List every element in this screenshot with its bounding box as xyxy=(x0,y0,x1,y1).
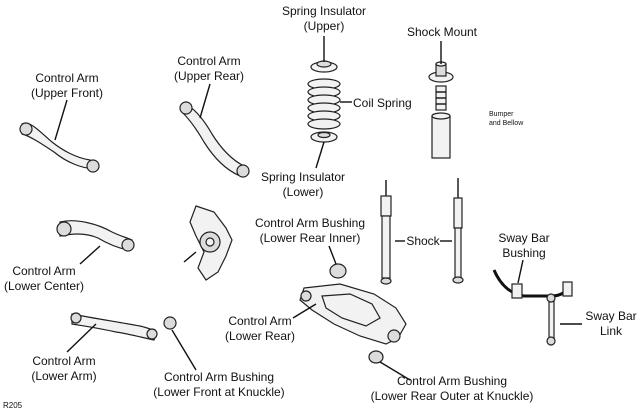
leader-lines xyxy=(54,36,582,381)
coil-spring-assembly xyxy=(307,60,341,143)
label-control-arm-upper-front: Control Arm(Upper Front) xyxy=(30,71,104,100)
control-arm-lower-arm-part xyxy=(70,312,158,341)
control-arm-lower-rear-part xyxy=(299,283,407,345)
sway-bar-link-part xyxy=(546,293,556,346)
control-arm-lower-center-part xyxy=(56,220,135,252)
knuckle-part xyxy=(189,205,233,281)
bushing-lower-rear-inner-part xyxy=(329,263,347,279)
label-control-arm-bushing-lower-rear-inner: Control Arm Bushing(Lower Rear Inner) xyxy=(254,216,366,245)
label-spring-insulator-upper: Spring Insulator(Upper) xyxy=(281,4,367,33)
control-arm-upper-rear-part xyxy=(179,101,250,178)
label-coil-spring: Coil Spring xyxy=(353,96,412,110)
label-control-arm-upper-rear: Control Arm(Upper Rear) xyxy=(173,54,245,83)
label-control-arm-lower-center: Control Arm(Lower Center) xyxy=(3,264,85,293)
figure-code: R205 xyxy=(3,401,23,410)
sway-bar-part xyxy=(492,269,573,299)
bushing-lower-front-part xyxy=(163,316,177,330)
label-shock-mount: Shock Mount xyxy=(406,25,478,39)
bushing-lower-rear-outer-part xyxy=(368,350,384,364)
shock-mount-part xyxy=(428,61,454,159)
label-shock: Shock xyxy=(406,234,440,248)
label-control-arm-lower-rear: Control Arm(Lower Rear) xyxy=(224,314,296,343)
label-control-arm-bushing-lower-rear-outer-knuckle: Control Arm Bushing(Lower Rear Outer at … xyxy=(370,374,534,403)
label-control-arm-lower-arm: Control Arm(Lower Arm) xyxy=(31,354,97,383)
label-control-arm-bushing-lower-front-knuckle: Control Arm Bushing(Lower Front at Knuck… xyxy=(153,370,285,399)
shock-part-left xyxy=(380,180,392,285)
label-spring-insulator-lower: Spring Insulator(Lower) xyxy=(260,170,346,199)
control-arm-upper-front-part xyxy=(19,122,100,173)
shock-part-right xyxy=(452,178,464,284)
